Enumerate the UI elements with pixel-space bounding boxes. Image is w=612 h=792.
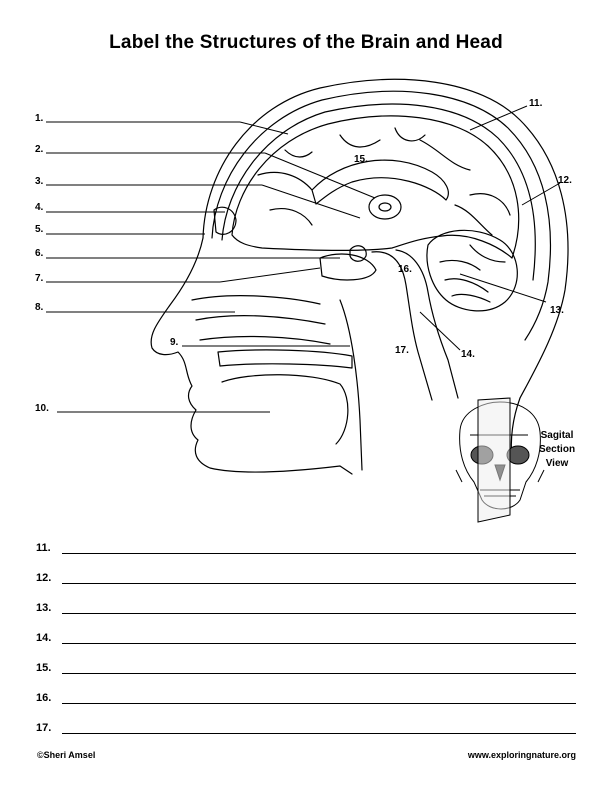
- answer-number: 14.: [36, 632, 52, 644]
- inset-caption-2: Section: [539, 444, 575, 455]
- label-11: 11.: [529, 98, 543, 109]
- pharynx: [339, 299, 363, 471]
- skull-outer: [211, 90, 552, 341]
- tongue: [221, 374, 349, 445]
- skull-inset: [455, 397, 545, 523]
- label-4: 4.: [35, 202, 44, 213]
- sphenoid-sinus: [319, 253, 377, 281]
- label-10: 10.: [35, 403, 49, 414]
- answer-number: 17.: [36, 722, 52, 734]
- label-1: 1.: [35, 113, 44, 124]
- answer-number: 15.: [36, 662, 52, 674]
- face-profile: [150, 237, 353, 475]
- cerebrum-outline: [231, 115, 520, 259]
- label-3: 3.: [35, 176, 44, 187]
- label-14: 14.: [461, 349, 475, 360]
- thalamus: [368, 194, 402, 220]
- nasal-turbinates: [191, 295, 331, 345]
- answer-blank[interactable]: [62, 583, 576, 584]
- answer-blank[interactable]: [62, 733, 576, 734]
- answer-line-15[interactable]: 15.: [36, 662, 576, 676]
- answer-line-16[interactable]: 16.: [36, 692, 576, 706]
- answer-line-14[interactable]: 14.: [36, 632, 576, 646]
- label-13: 13.: [550, 305, 564, 316]
- head-sagittal-illustration: 1. 2. 3. 4. 5. 6. 7. 8. 9. 10. 11. 12. 1…: [35, 78, 575, 523]
- label-6: 6.: [35, 248, 44, 259]
- label-7: 7.: [35, 273, 44, 284]
- website-link[interactable]: www.exploringnature.org: [467, 750, 576, 760]
- label-17: 17.: [395, 345, 409, 356]
- answer-blank[interactable]: [62, 703, 576, 704]
- answer-number: 11.: [36, 542, 51, 554]
- skull-inner: [221, 103, 536, 281]
- answer-blank[interactable]: [62, 643, 576, 644]
- corpus-callosum: [311, 159, 449, 205]
- answer-number: 12.: [36, 572, 52, 584]
- answer-line-12[interactable]: 12.: [36, 572, 576, 586]
- answer-line-11[interactable]: 11.: [36, 542, 576, 556]
- answer-number: 16.: [36, 692, 52, 704]
- label-16: 16.: [398, 264, 412, 275]
- label-5: 5.: [35, 224, 44, 235]
- worksheet-title: Label the Structures of the Brain and He…: [109, 32, 503, 53]
- answer-number: 13.: [36, 602, 52, 614]
- label-8: 8.: [35, 302, 44, 313]
- answer-blank[interactable]: [62, 673, 576, 674]
- brainstem: [371, 249, 459, 401]
- inset-caption-1: Sagital: [541, 430, 574, 441]
- label-9: 9.: [170, 337, 179, 348]
- answer-blank[interactable]: [62, 553, 576, 554]
- hard-palate: [217, 349, 353, 369]
- label-2: 2.: [35, 144, 44, 155]
- label-15: 15.: [354, 154, 368, 165]
- frontal-sinus: [213, 206, 237, 235]
- head-outline: [202, 78, 569, 399]
- inset-caption-3: View: [546, 458, 569, 469]
- answer-line-17[interactable]: 17.: [36, 722, 576, 736]
- answer-line-13[interactable]: 13.: [36, 602, 576, 616]
- copyright-text: ©Sheri Amsel: [37, 750, 96, 760]
- cerebellum: [426, 229, 518, 312]
- answer-blank[interactable]: [62, 613, 576, 614]
- label-12: 12.: [558, 175, 572, 186]
- pituitary: [349, 245, 367, 262]
